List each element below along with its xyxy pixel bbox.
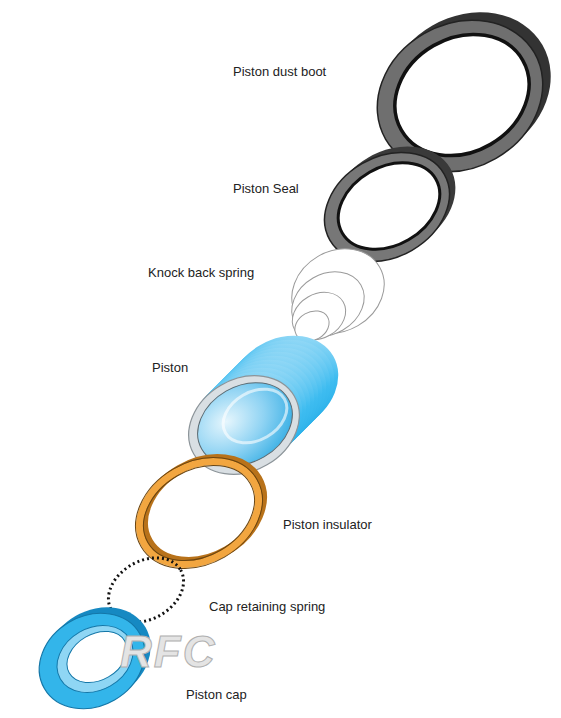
spring-coil <box>280 259 376 349</box>
part-label: Piston Seal <box>233 181 299 197</box>
spring-coil <box>276 232 399 349</box>
insulator-front <box>121 441 277 585</box>
part-label: Piston <box>152 360 188 376</box>
piston-highlight <box>214 378 297 454</box>
part-label: Piston dust boot <box>233 64 326 80</box>
part-label: Knock back spring <box>148 265 254 281</box>
part-label: Cap retaining spring <box>209 599 325 615</box>
part-label: Piston cap <box>186 687 247 703</box>
knock-back-spring <box>276 232 399 349</box>
part-label: Piston insulator <box>283 517 372 533</box>
watermark: RFC <box>120 628 216 676</box>
piston-insulator <box>115 435 282 590</box>
insulator-edge <box>115 435 282 590</box>
